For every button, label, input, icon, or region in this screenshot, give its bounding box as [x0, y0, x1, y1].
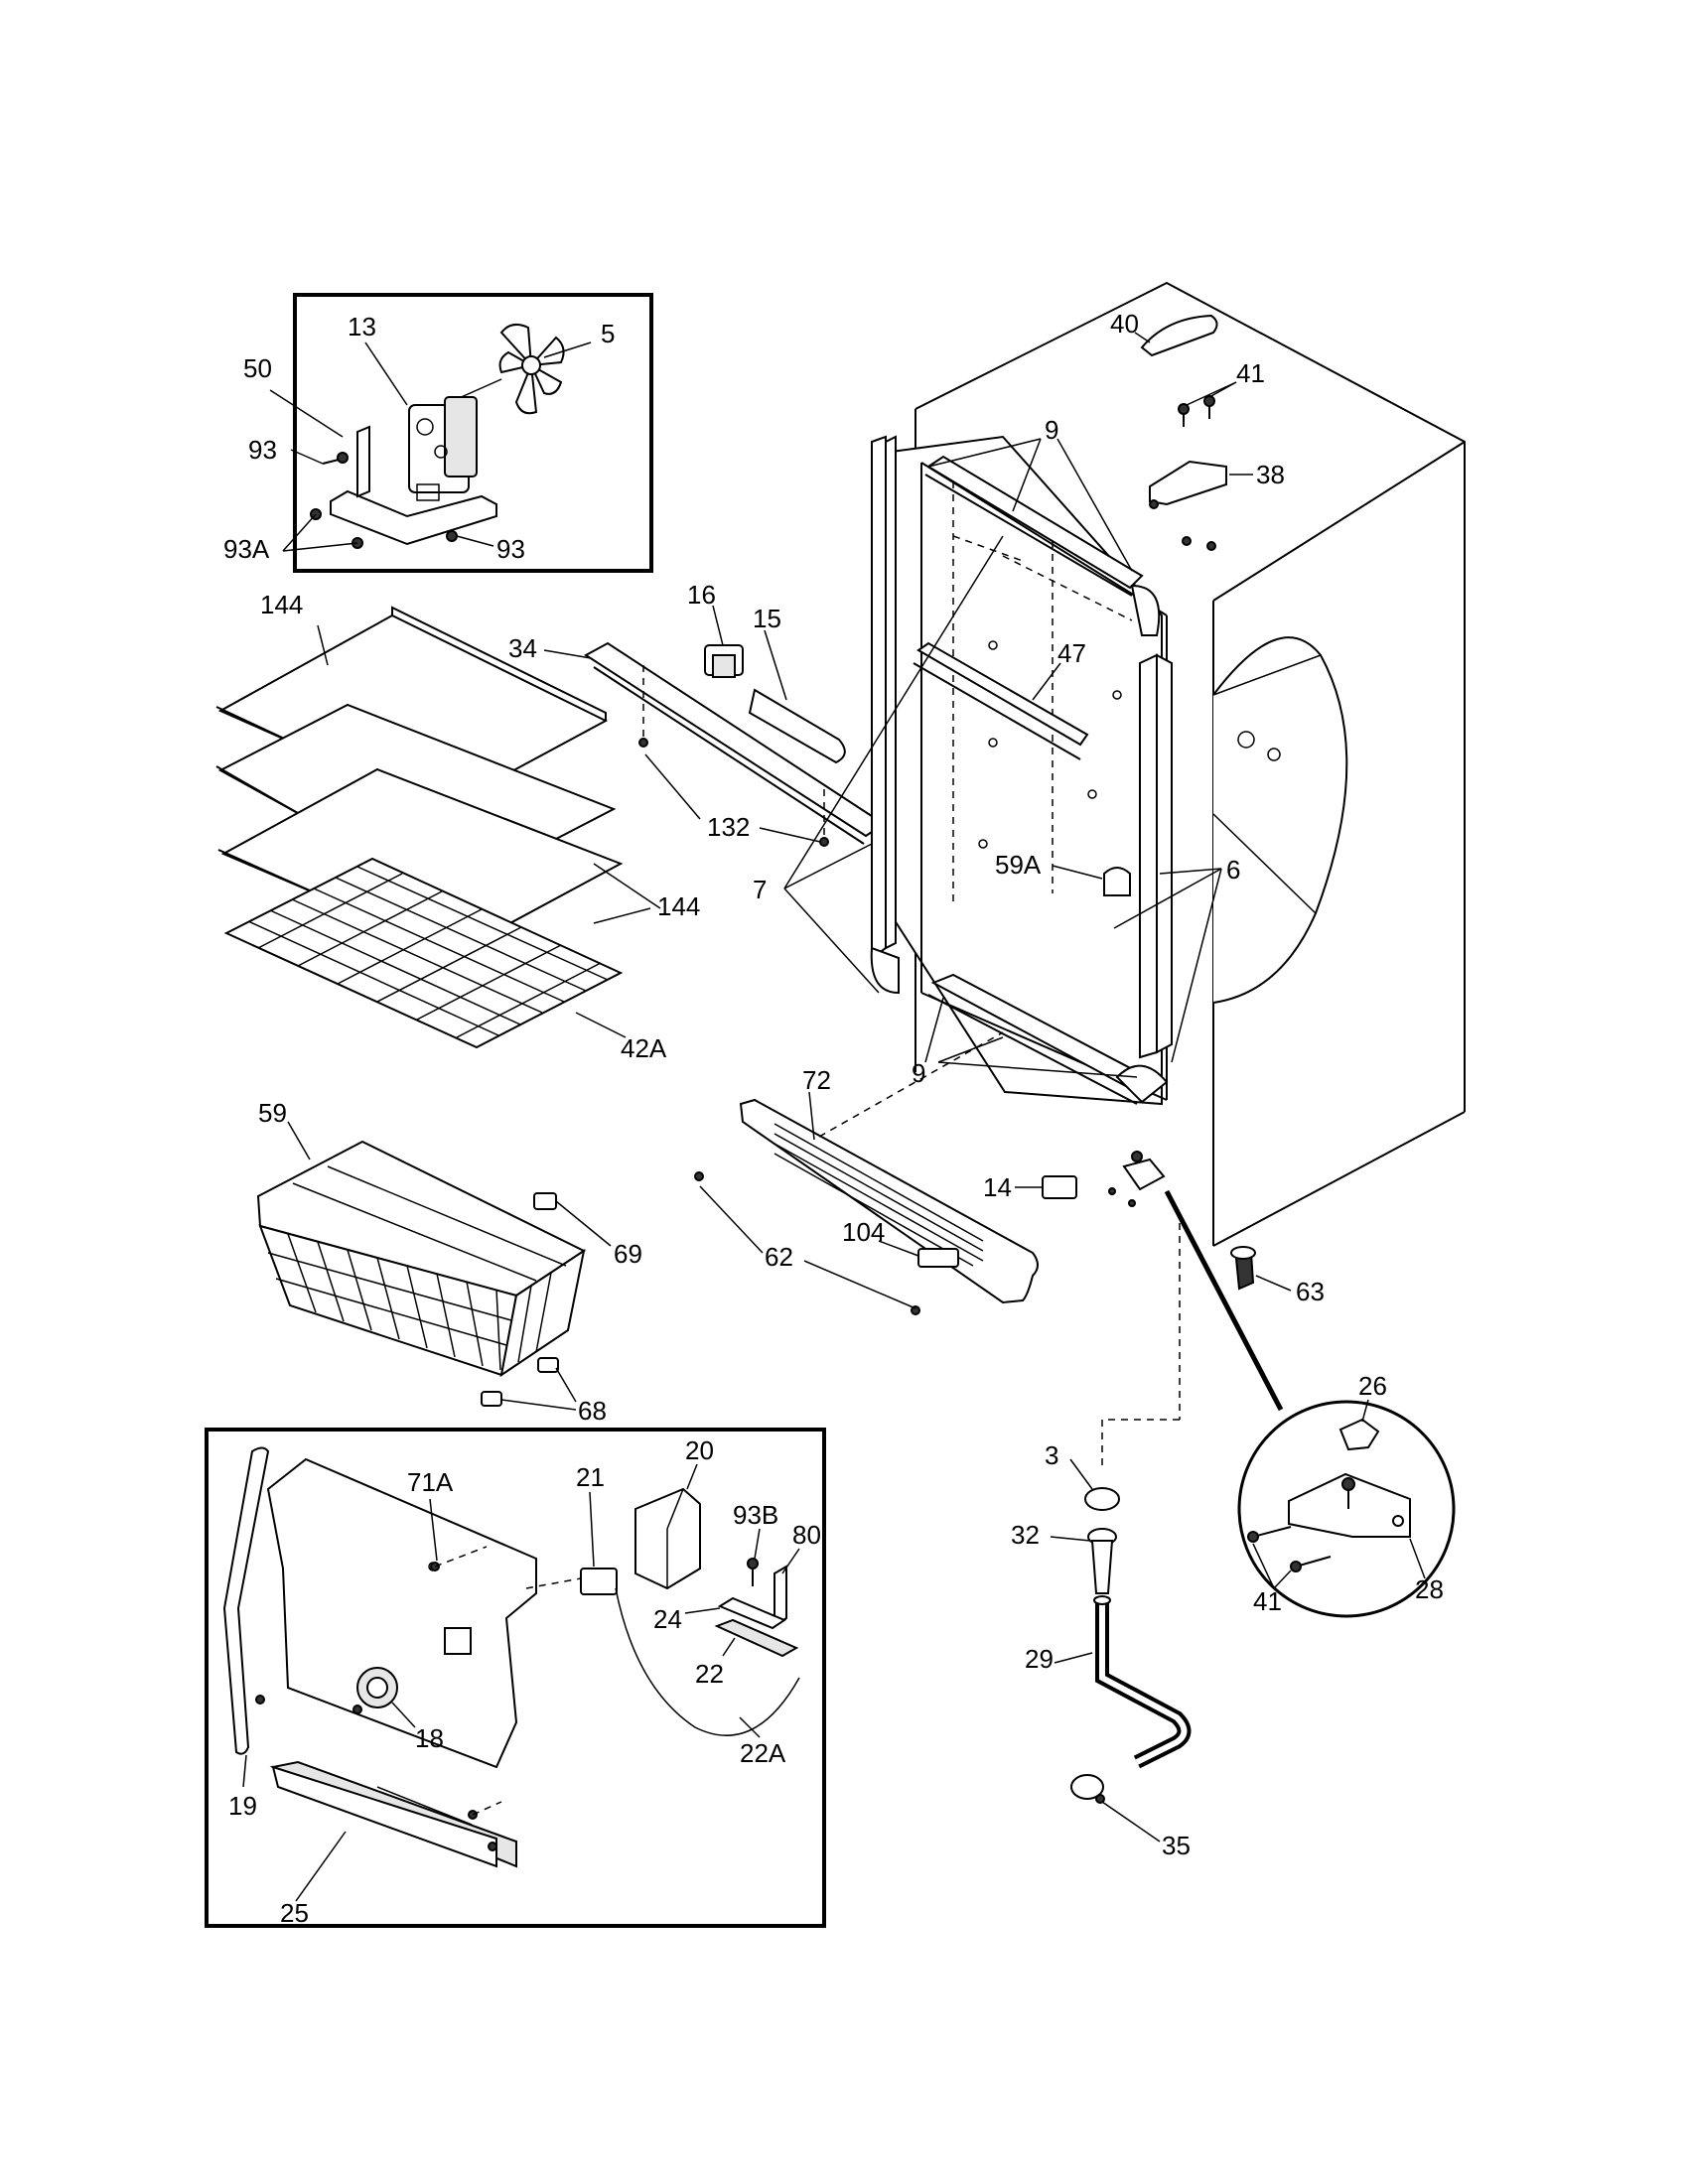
- control-inset: 19 18 71A 25: [205, 1428, 826, 1928]
- callout-26: 26: [1358, 1371, 1387, 1401]
- right-trim-6: [1139, 653, 1173, 1059]
- kick-plate-72: 72: [739, 1065, 1039, 1304]
- callout-40: 40: [1110, 309, 1139, 339]
- callout-80: 80: [792, 1520, 821, 1550]
- callout-24: 24: [653, 1604, 682, 1634]
- fan-motor-inset: 13 5 50 93 93A 93: [223, 293, 653, 573]
- left-trim-7: [871, 435, 897, 960]
- callout-20: 20: [685, 1435, 714, 1465]
- callout-18: 18: [415, 1723, 444, 1753]
- callout-13: 13: [348, 312, 376, 341]
- callout-3: 3: [1045, 1440, 1058, 1470]
- callout-6: 6: [1226, 855, 1240, 885]
- callout-25: 25: [280, 1898, 309, 1928]
- callout-47: 47: [1057, 638, 1086, 668]
- callout-19: 19: [228, 1791, 257, 1821]
- screw-93-bottom: [446, 530, 458, 542]
- callout-68: 68: [578, 1396, 607, 1426]
- callout-93-top: 93: [248, 435, 277, 465]
- callout-7: 7: [753, 875, 767, 904]
- motor-bracket: [330, 425, 497, 546]
- basket-stop-69: 69: [533, 1192, 642, 1269]
- callout-28: 28: [1415, 1574, 1444, 1604]
- top-channel-9: [924, 455, 1144, 597]
- callout-93a: 93A: [223, 534, 270, 564]
- thermostat-cover-20: 20: [634, 1435, 714, 1590]
- callout-41-bottom: 41: [1253, 1586, 1282, 1616]
- callout-21: 21: [576, 1462, 605, 1492]
- hinge-detail-circle: 26 41 28: [1237, 1371, 1456, 1618]
- light-lens-22: 22: [695, 1618, 799, 1689]
- filter-104: 104: [842, 1217, 959, 1268]
- control-knob-18: 18: [356, 1667, 444, 1753]
- hinge-screws-41-bottom: [1247, 1526, 1332, 1572]
- fan-blade: [498, 323, 565, 415]
- callout-144-mid: 144: [657, 891, 700, 921]
- callout-132: 132: [707, 812, 750, 842]
- callout-59a: 59A: [995, 850, 1042, 880]
- inset-border-fan: [293, 293, 653, 573]
- callout-9-top: 9: [1045, 415, 1058, 445]
- callout-50: 50: [243, 353, 272, 383]
- callout-35: 35: [1162, 1831, 1191, 1860]
- callout-29: 29: [1025, 1644, 1054, 1674]
- fan-motor: [408, 378, 502, 501]
- callout-144-top: 144: [260, 590, 303, 619]
- lower-hinge-bracket: [1108, 1151, 1166, 1207]
- callout-38: 38: [1256, 460, 1285, 489]
- drain-hose-29: 29: [1025, 1595, 1192, 1769]
- shelves: 144 144 42A: [215, 590, 700, 1063]
- callout-14: 14: [983, 1172, 1012, 1202]
- drain-fitting-32: 32: [1011, 1520, 1117, 1594]
- screws-62: 62: [694, 1171, 920, 1315]
- callout-22a: 22A: [740, 1738, 786, 1768]
- callout-5: 5: [601, 319, 615, 348]
- bracket-80: 80: [774, 1520, 821, 1628]
- callout-16: 16: [687, 580, 716, 610]
- shelf-support-47: 47: [913, 638, 1089, 760]
- callout-42a: 42A: [621, 1033, 667, 1063]
- callout-59: 59: [258, 1098, 287, 1128]
- screw-93-top: [322, 452, 349, 465]
- inset-border-control: [205, 1428, 826, 1928]
- hose-clamp-35: 35: [1070, 1774, 1191, 1860]
- basket-stops-68: 68: [481, 1357, 607, 1426]
- drain-trough-34: 34: [508, 633, 886, 845]
- hinge-screws-41-top: 41: [1178, 358, 1265, 427]
- screws-132: 132: [638, 665, 829, 847]
- callout-69: 69: [614, 1239, 642, 1269]
- callout-41-top: 41: [1236, 358, 1265, 388]
- freezer-cabinet: 47 59A: [870, 281, 1466, 1247]
- callout-15: 15: [753, 604, 781, 633]
- switch-14: 14: [983, 1172, 1077, 1202]
- wire-shelf-42a: [223, 857, 624, 1049]
- light-socket-24: 24: [653, 1596, 787, 1634]
- callout-93b: 93B: [733, 1500, 778, 1530]
- callout-71a: 71A: [407, 1467, 454, 1497]
- hinge-cover-40: 40: [1110, 309, 1218, 357]
- callout-22: 22: [695, 1659, 724, 1689]
- leveling-leg-63: 63: [1230, 1246, 1325, 1306]
- thermostat-21: 21: [576, 1462, 800, 1736]
- callout-63: 63: [1296, 1277, 1325, 1306]
- control-cover-71a: [266, 1457, 537, 1868]
- callout-72: 72: [802, 1065, 831, 1095]
- callout-9-bottom: 9: [912, 1058, 925, 1088]
- solenoid-16: 16: [687, 580, 744, 678]
- basket-59: 59: [256, 1098, 587, 1378]
- shelf-144-top: [215, 606, 609, 815]
- light-59a: 59A: [995, 850, 1131, 896]
- callout-93-bottom: 93: [496, 534, 525, 564]
- screw-93b: 93B: [733, 1500, 778, 1586]
- callout-34: 34: [508, 633, 537, 663]
- callout-104: 104: [842, 1217, 885, 1247]
- callout-32: 32: [1011, 1520, 1040, 1550]
- plug-3: 3: [1045, 1440, 1120, 1511]
- callout-62: 62: [765, 1242, 793, 1272]
- gasket-strip-19: 19: [222, 1446, 270, 1821]
- top-hinge-38: 38: [1149, 460, 1285, 551]
- heater-15: 15: [748, 604, 846, 764]
